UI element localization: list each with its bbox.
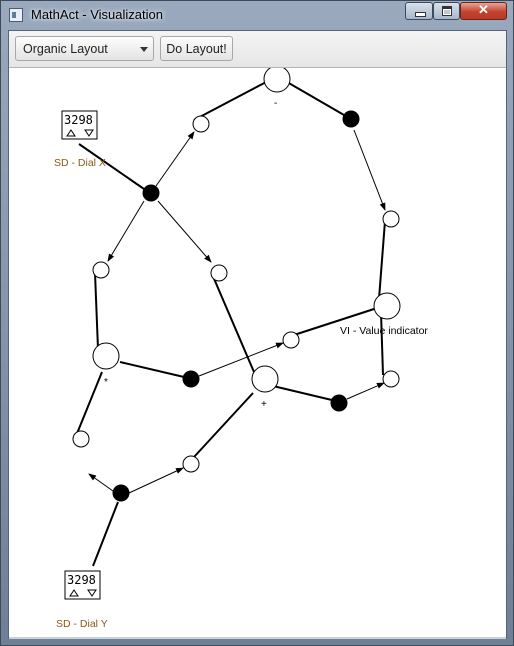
port-node[interactable] <box>72 430 90 448</box>
edge <box>380 311 384 376</box>
edges-arrowed <box>88 129 386 494</box>
toolbar: Organic Layout Do Layout! <box>9 31 506 68</box>
edge <box>272 385 337 402</box>
dial-x-widget[interactable]: 3298 <box>61 110 98 140</box>
edge <box>378 220 386 300</box>
do-layout-button[interactable]: Do Layout! <box>160 36 233 61</box>
graph-canvas[interactable]: - * + VI - Value indicator 3298 SD - Dia… <box>9 68 506 638</box>
edge <box>75 371 103 437</box>
edge <box>193 392 254 458</box>
dial-y-value: 3298 <box>67 573 96 587</box>
edge <box>155 131 195 187</box>
edge <box>119 361 185 378</box>
edge <box>346 382 385 400</box>
plus-operator-node[interactable] <box>251 365 279 393</box>
edge <box>293 308 375 336</box>
dial-y-label: SD - Dial Y <box>56 618 108 630</box>
close-button[interactable]: ✕ <box>460 2 507 20</box>
dial-y-widget[interactable]: 3298 <box>64 570 101 600</box>
edge <box>128 467 184 494</box>
port-node[interactable] <box>282 331 300 349</box>
maximize-button[interactable] <box>433 2 460 20</box>
plus-operator-label: + <box>261 399 267 410</box>
minimize-button[interactable] <box>405 2 433 20</box>
minus-operator-node[interactable] <box>263 68 291 93</box>
close-icon: ✕ <box>478 2 489 17</box>
layout-select-value: Organic Layout <box>23 42 108 56</box>
junction-node[interactable] <box>142 184 160 202</box>
port-node[interactable] <box>210 264 228 282</box>
value-indicator-node[interactable] <box>373 292 401 320</box>
junction-node[interactable] <box>330 394 348 412</box>
edges-thick <box>75 79 386 567</box>
port-node[interactable] <box>192 115 210 133</box>
increment-arrow-icon[interactable] <box>66 129 76 137</box>
edge <box>157 200 212 263</box>
value-indicator-label: VI - Value indicator <box>340 325 428 337</box>
junction-node[interactable] <box>342 110 360 128</box>
port-node[interactable] <box>382 370 400 388</box>
port-node[interactable] <box>92 261 110 279</box>
dial-x-value: 3298 <box>64 113 93 127</box>
minus-operator-label: - <box>274 98 277 109</box>
layout-select[interactable]: Organic Layout <box>15 36 154 61</box>
bottom-border <box>9 637 506 639</box>
window-title: MathAct - Visualization <box>31 7 163 22</box>
decrement-arrow-icon[interactable] <box>84 129 94 137</box>
edge <box>211 273 255 373</box>
multiply-operator-label: * <box>104 377 108 388</box>
app-icon <box>9 8 23 22</box>
increment-arrow-icon[interactable] <box>69 589 79 597</box>
chevron-down-icon <box>140 47 148 52</box>
edge <box>286 81 345 116</box>
port-node[interactable] <box>182 455 200 473</box>
edge <box>198 342 284 377</box>
dial-x-label: SD - Dial X <box>54 157 106 169</box>
edge <box>107 200 145 262</box>
multiply-operator-node[interactable] <box>92 342 120 370</box>
client-area: Organic Layout Do Layout! <box>8 30 507 639</box>
edge <box>353 129 386 211</box>
edge <box>78 143 145 190</box>
edge <box>92 501 119 567</box>
edge <box>94 272 99 350</box>
edge <box>88 473 114 492</box>
decrement-arrow-icon[interactable] <box>87 589 97 597</box>
edge <box>193 79 271 121</box>
title-bar[interactable]: MathAct - Visualization ✕ <box>1 1 513 29</box>
port-node[interactable] <box>382 210 400 228</box>
junction-node[interactable] <box>182 370 200 388</box>
junction-node[interactable] <box>112 484 130 502</box>
